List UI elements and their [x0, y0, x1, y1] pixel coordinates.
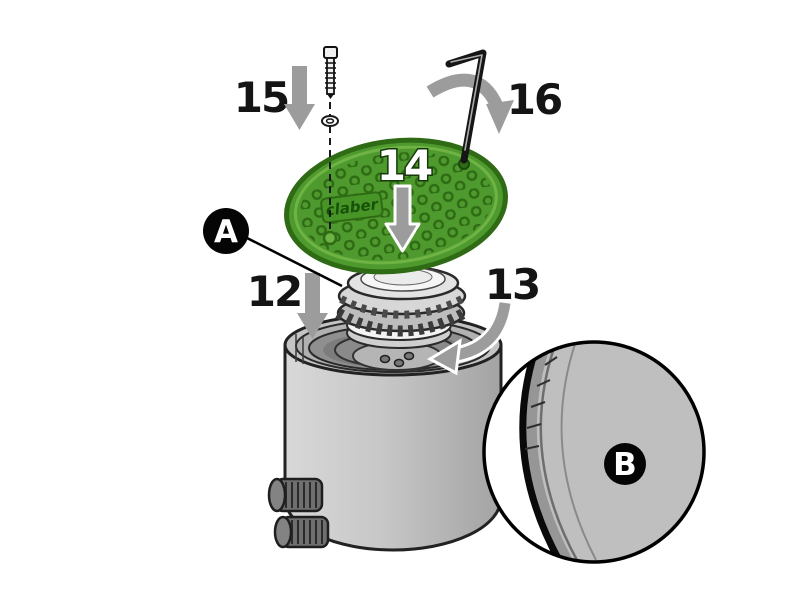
knob-top-ribs — [285, 482, 317, 508]
screw — [323, 46, 338, 99]
step-14-arrow — [384, 184, 421, 253]
dome-hole — [393, 358, 405, 368]
knob-top — [267, 477, 324, 513]
callout-b-badge: B — [604, 443, 646, 485]
step-13-label: 13 — [485, 260, 539, 309]
callout-a: A — [203, 208, 343, 288]
timer-collar — [334, 265, 467, 371]
knurl-row-upper — [339, 294, 466, 319]
wall-line-2 — [560, 343, 597, 561]
detail-circle — [482, 340, 706, 564]
step-14: 14 — [375, 140, 435, 253]
wall-line-1 — [539, 342, 580, 562]
step-12: 12 — [247, 267, 328, 339]
callout-a-line — [246, 236, 343, 288]
lid-inner-rim — [293, 145, 498, 265]
body-seam-lines — [295, 334, 304, 364]
callout-a-badge — [203, 208, 249, 254]
knob-bottom-cap — [273, 515, 293, 549]
knurl-row-lower — [335, 308, 467, 337]
hex-key-group: 16 — [426, 49, 563, 164]
knob-top-cap — [267, 477, 287, 513]
step-12-arrow — [297, 273, 328, 339]
step-13-arrowhead — [426, 338, 462, 376]
step-14-label: 14 — [377, 141, 432, 190]
screw-threads — [325, 62, 336, 89]
step-13-arrow — [454, 302, 511, 361]
callout-b-label: B — [613, 447, 637, 483]
screw-assembly: 15 — [234, 46, 339, 232]
step-16-label: 16 — [507, 75, 561, 124]
detail-magnifier: B — [482, 340, 706, 564]
dome-hole — [379, 354, 391, 364]
washer — [321, 115, 339, 127]
step-16-arrowhead — [486, 100, 514, 134]
lid-logo: claber — [320, 191, 384, 224]
step-12-label: 12 — [247, 267, 301, 316]
seal-stripe — [519, 342, 564, 562]
step-15-arrow — [284, 66, 315, 130]
step-13: 13 — [426, 260, 541, 376]
hex-key-highlight — [450, 54, 483, 151]
step-15-label: 15 — [234, 73, 288, 122]
lid-screw-hole — [322, 230, 338, 246]
body-silhouette — [285, 345, 501, 550]
screw-tip — [327, 94, 334, 99]
hatch-ticks — [524, 356, 558, 450]
dome-hole — [403, 351, 415, 361]
callout-a-label: A — [214, 214, 238, 250]
wall-edge-band — [520, 342, 574, 562]
knob-bottom — [273, 515, 330, 549]
